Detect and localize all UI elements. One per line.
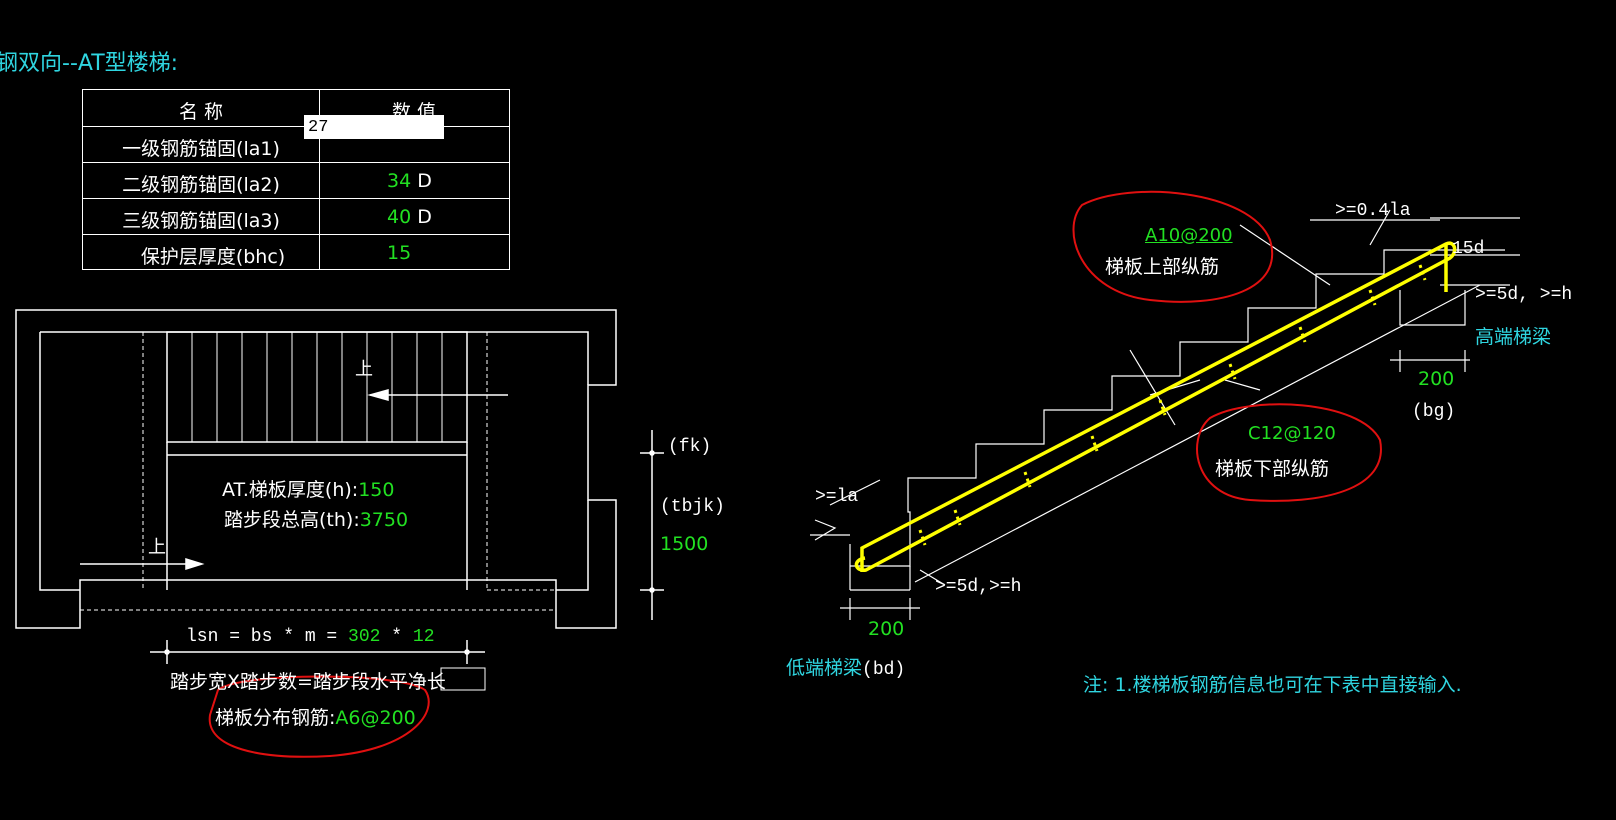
row-name: 三级钢筋锚固(la3) bbox=[122, 210, 280, 232]
height-row: 踏步段总高(th):3750 bbox=[224, 509, 409, 531]
table-row-la1: 一级钢筋锚固(la1) bbox=[83, 126, 509, 162]
stair-profile bbox=[850, 249, 1505, 567]
bottom-bar-label: 梯板下部纵筋 bbox=[1215, 458, 1330, 480]
table-divider bbox=[319, 90, 320, 269]
row-name: 一级钢筋锚固(la1) bbox=[122, 138, 280, 160]
up-arrow2-head bbox=[185, 557, 205, 571]
table-row-la2: 二级钢筋锚固(la2) 34 D bbox=[83, 162, 509, 198]
high-beam-width[interactable]: 200 bbox=[1418, 368, 1455, 390]
anchor-left-bottom-label: >=5d,>=h bbox=[935, 577, 1022, 597]
text-box bbox=[440, 667, 486, 691]
row-value[interactable]: 40 D bbox=[387, 206, 432, 228]
page-title: 钢双向--AT型楼梯: bbox=[0, 51, 179, 76]
outer-wall bbox=[15, 309, 617, 629]
up-arrow-head bbox=[367, 389, 389, 401]
row-name: 二级钢筋锚固(la2) bbox=[122, 174, 280, 196]
bottom-bar-value[interactable]: C12@120 bbox=[1248, 423, 1336, 444]
highlight-ellipse-bottom bbox=[1196, 403, 1382, 502]
note-text: 注: 1.楼梯板钢筋信息也可在下表中直接输入. bbox=[1083, 674, 1462, 696]
params-table: 名 称 数 值 一级钢筋锚固(la1) 二级钢筋锚固(la2) 34 D 三级钢… bbox=[82, 89, 510, 270]
formula-text: 踏步宽X踏步数=踏步段水平净长 bbox=[170, 671, 446, 693]
anchor-right-label: >=5d, >=h bbox=[1475, 285, 1573, 305]
stair-plan bbox=[15, 309, 664, 691]
dist-bars bbox=[918, 264, 1427, 546]
dashed-lines bbox=[80, 332, 556, 611]
anchor-left-label: >=la bbox=[815, 487, 859, 507]
thickness-row: AT.梯板厚度(h):150 bbox=[222, 479, 395, 501]
table-row-la3: 三级钢筋锚固(la3) 40 D bbox=[83, 198, 509, 234]
tbjk-label: (tbjk) bbox=[660, 497, 725, 517]
row-value[interactable]: 34 D bbox=[387, 170, 432, 192]
high-beam-code: (bg) bbox=[1412, 402, 1456, 422]
highlight-ellipse-top bbox=[1072, 190, 1274, 303]
low-beam-width[interactable]: 200 bbox=[868, 618, 905, 640]
col-name-header: 名 称 bbox=[178, 101, 224, 123]
rebar bbox=[854, 241, 1457, 572]
slab-bottom bbox=[914, 284, 1481, 583]
up-label: 上 bbox=[355, 359, 373, 380]
top-bar-label: 梯板上部纵筋 bbox=[1105, 256, 1220, 278]
high-beam-label: 高端梯梁 bbox=[1475, 326, 1552, 348]
row-name: 保护层厚度(bhc) bbox=[140, 246, 286, 268]
dist-bar-row: 梯板分布钢筋:A6@200 bbox=[215, 707, 416, 729]
row-value[interactable]: 15 bbox=[387, 242, 412, 264]
highlight-ellipse-dist bbox=[208, 675, 430, 758]
rebar-main bbox=[854, 241, 1457, 572]
hook-15d-label: 15d bbox=[1452, 239, 1485, 259]
lsn-row: lsn = bs * m = 302 * 12 bbox=[186, 627, 435, 647]
tbjk-value[interactable]: 1500 bbox=[660, 533, 709, 555]
la1-value-input[interactable] bbox=[304, 115, 444, 139]
low-beam-row: 低端梯梁(bd) bbox=[786, 657, 906, 680]
stair-section bbox=[810, 209, 1520, 620]
anchor-top-label: >=0.4la bbox=[1335, 201, 1411, 221]
top-bar-value[interactable]: A10@200 bbox=[1145, 225, 1233, 246]
up-label-2: 上 bbox=[148, 537, 166, 558]
inner-wall bbox=[39, 331, 589, 591]
high-beam bbox=[1399, 290, 1466, 326]
tread-lines bbox=[191, 332, 443, 442]
fk-label: (fk) bbox=[668, 437, 712, 457]
table-row-bhc: 保护层厚度(bhc) 15 bbox=[83, 234, 509, 270]
